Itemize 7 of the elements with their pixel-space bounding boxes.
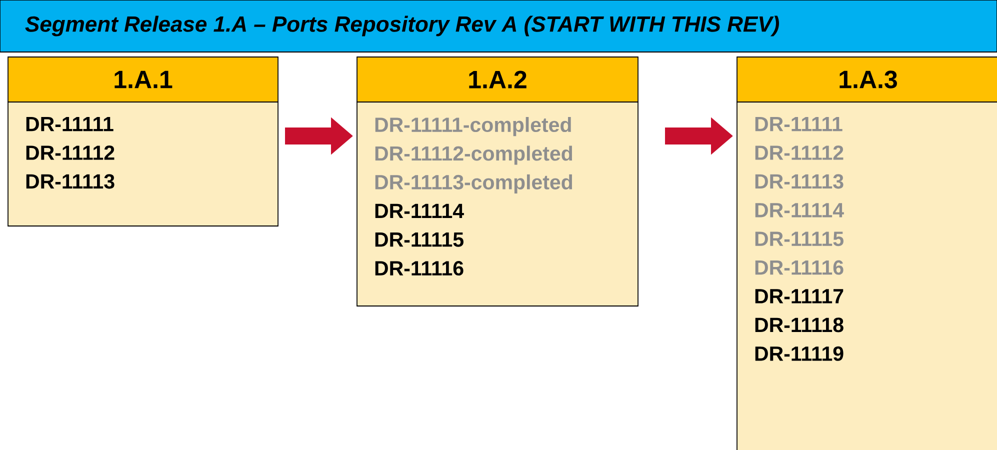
column-header: 1.A.1 [8,56,278,102]
column-header: 1.A.3 [736,56,997,102]
column-header: 1.A.2 [356,56,638,102]
task-list-box: DR-11111 DR-11112 DR-11113 DR-11114 DR-11115 DR-11116 DR-11117 DR-11118 DR-11119 [736,102,997,450]
title-band: Segment Release 1.A – Ports Repository Rev A (START WITH THIS REV) [0,0,997,52]
task-list-box: DR-11111-completed DR-11112-completed DR-11113-completed DR-11114 DR-11115 DR-11116 [356,102,638,306]
task-list-box: DR-11111 DR-11112 DR-11113 [8,102,278,226]
